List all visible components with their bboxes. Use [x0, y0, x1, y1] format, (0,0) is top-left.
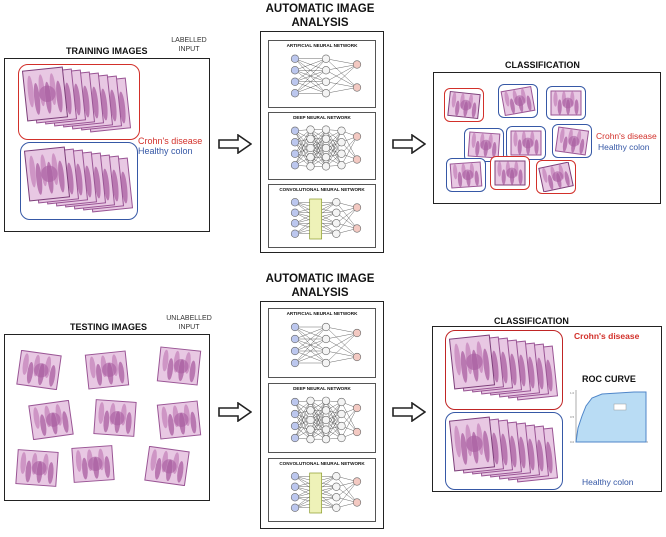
unlabelled-tile: [28, 400, 74, 440]
tissue-image: [467, 131, 501, 159]
tissue-image: [449, 416, 495, 472]
tissue-image: [494, 160, 526, 186]
bottom-cnn-card: CONVOLUTIONAL NEURAL NETWORK: [268, 458, 376, 522]
training-healthy-label: Healthy colon: [138, 146, 193, 156]
bottom-healthy-stack: [449, 416, 561, 488]
unlabelled-tile: [156, 346, 202, 386]
top-classification-title: CLASSIFICATION: [505, 60, 580, 70]
tissue-image: [16, 350, 62, 390]
tissue-image: [144, 446, 190, 486]
tissue-slide: [24, 146, 70, 202]
unlabelled-tile: [84, 350, 130, 390]
top-dnn-card: DEEP NEURAL NETWORK: [268, 112, 376, 180]
healthy-tile: [552, 124, 592, 158]
testing-images-title: TESTING IMAGES: [70, 322, 148, 332]
tissue-image: [156, 400, 202, 440]
top-cnn-card: CONVOLUTIONAL NEURAL NETWORK: [268, 184, 376, 248]
bottom-dnn-card: DEEP NEURAL NETWORK: [268, 383, 376, 453]
tissue-image: [93, 399, 137, 437]
testing-tiles: [6, 336, 208, 499]
network-graph: [290, 396, 362, 444]
arrow-right-icon: [392, 402, 426, 422]
network-graph: [290, 54, 362, 98]
arrow-right-icon: [218, 402, 252, 422]
training-healthy-group: [20, 142, 138, 220]
bottom-healthy-label: Healthy colon: [582, 477, 634, 487]
crohns-tile: [536, 160, 576, 194]
healthy-tile: [506, 126, 546, 160]
svg-text:0.5: 0.5: [570, 415, 575, 419]
training-crohns-label: Crohn's disease: [138, 136, 203, 146]
tissue-image: [22, 66, 68, 122]
bottom-healthy-group: [445, 412, 563, 490]
top-ann-card: ARTIFICIAL NEURAL NETWORK: [268, 40, 376, 108]
svg-text:0.0: 0.0: [570, 440, 575, 444]
tissue-slide: [22, 66, 68, 122]
training-crohns-group: [18, 64, 140, 140]
crohns-tile: [444, 88, 484, 122]
svg-text:1.0: 1.0: [570, 391, 575, 395]
unlabelled-tile: [16, 350, 62, 390]
unlabelled-input-label: UNLABELLED INPUT: [166, 315, 212, 331]
bottom-classification-title: CLASSIFICATION: [494, 316, 569, 326]
tissue-image: [500, 86, 536, 116]
network-graph: [290, 198, 362, 240]
training-healthy-stack: [24, 146, 136, 218]
unlabelled-tile: [14, 448, 60, 488]
bottom-crohns-stack: [449, 334, 561, 406]
tissue-image: [24, 146, 70, 202]
unlabelled-tile: [156, 400, 202, 440]
healthy-tile: [546, 86, 586, 120]
arrow-right-icon: [392, 134, 426, 154]
tissue-image: [550, 90, 582, 116]
healthy-tile: [498, 84, 538, 118]
network-graph: [290, 322, 362, 368]
tissue-image: [156, 346, 202, 386]
tissue-image: [449, 334, 495, 390]
bottom-ann-card: ARTIFICIAL NEURAL NETWORK: [268, 308, 376, 378]
tissue-image: [449, 161, 483, 189]
tissue-image: [28, 400, 74, 440]
unlabelled-tile: [144, 446, 190, 486]
tissue-image: [71, 445, 115, 483]
bottom-analysis-title: AUTOMATIC IMAGE ANALYSIS: [265, 273, 375, 299]
unlabelled-tile: [70, 444, 116, 484]
training-crohns-stack: [22, 66, 138, 138]
top-analysis-title: AUTOMATIC IMAGE ANALYSIS: [265, 3, 375, 29]
training-images-title: TRAINING IMAGES: [66, 46, 148, 56]
network-graph: [290, 472, 362, 514]
roc-curve-title: ROC CURVE: [582, 374, 636, 384]
class-crohns-label: Crohn's disease: [596, 131, 657, 141]
healthy-tile: [446, 158, 486, 192]
tissue-image: [15, 449, 59, 487]
tissue-image: [447, 90, 481, 120]
bottom-crohns-label: Crohn's disease: [574, 331, 640, 341]
classified-tiles: [436, 76, 626, 200]
tissue-image: [538, 162, 574, 192]
crohns-tile: [490, 156, 530, 190]
roc-curve-plot: 1.0 0.5 0.0: [568, 386, 652, 450]
class-healthy-label: Healthy colon: [598, 142, 650, 152]
tissue-image: [554, 126, 590, 156]
arrow-right-icon: [218, 134, 252, 154]
tissue-slide: [449, 334, 495, 390]
tissue-image: [510, 130, 542, 156]
labelled-input-label: LABELLED INPUT: [171, 37, 207, 53]
unlabelled-tile: [92, 398, 138, 438]
network-graph: [290, 125, 362, 171]
bottom-crohns-group: [445, 330, 563, 410]
tissue-image: [84, 350, 130, 390]
tissue-slide: [449, 416, 495, 472]
